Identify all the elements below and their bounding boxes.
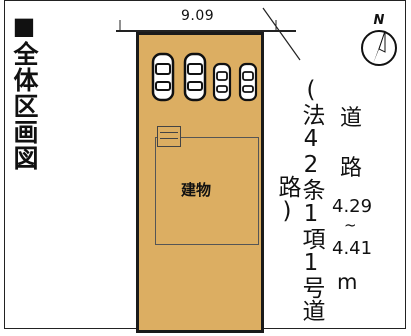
car-icon xyxy=(183,52,207,102)
road-width-max: 4.41 xyxy=(332,238,373,259)
road-width-unit: m xyxy=(337,270,358,294)
diagram-title: ■全体区画図 xyxy=(10,12,39,171)
car-icon xyxy=(151,52,175,102)
front-road-line xyxy=(116,30,296,32)
road-char-2: 路 xyxy=(339,156,362,181)
north-arrow-icon: N xyxy=(359,12,399,74)
title-text: 全体区画図 xyxy=(10,41,39,171)
north-label: N xyxy=(374,13,385,28)
road-diagonal-line xyxy=(262,7,301,61)
frontage-dimension: 9.09 xyxy=(181,8,215,24)
road-width-min: 4.29 xyxy=(332,196,373,217)
legal-road-label: (法42条1項1号道路) xyxy=(274,77,324,322)
title-marker: ■ xyxy=(10,12,38,41)
entrance-step xyxy=(157,126,181,147)
building-label: 建物 xyxy=(181,181,212,199)
building-footprint xyxy=(155,137,259,245)
car-icon xyxy=(212,62,232,102)
road-width-tilde: ~ xyxy=(344,216,357,234)
car-icon xyxy=(238,62,258,102)
road-char-1: 道 xyxy=(339,106,362,131)
